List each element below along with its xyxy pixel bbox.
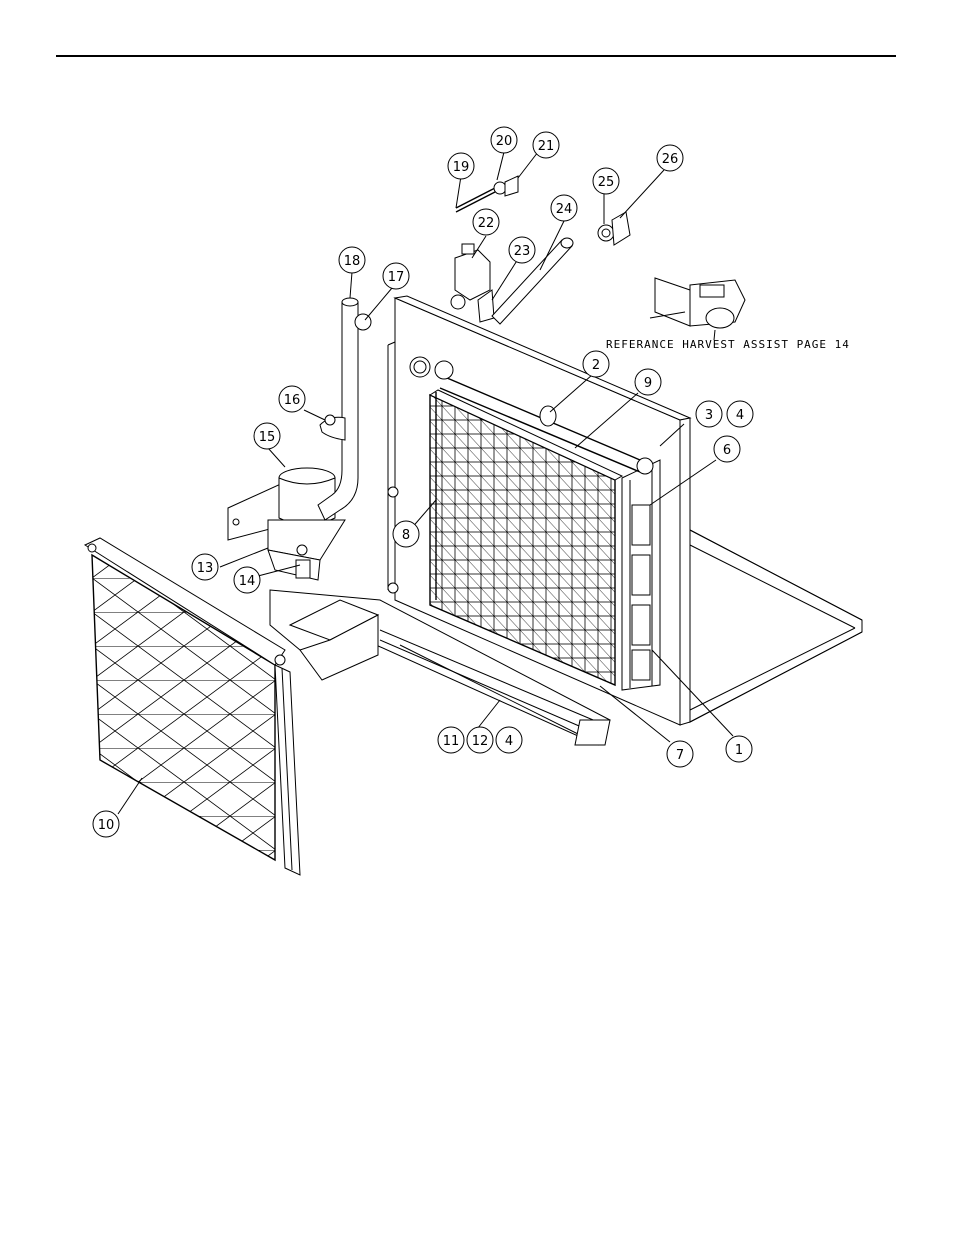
svg-text:4: 4 xyxy=(505,734,513,749)
callout-22: 22 xyxy=(472,208,500,236)
svg-text:1: 1 xyxy=(735,743,743,758)
callout-3: 3 xyxy=(695,400,723,428)
callout-18: 18 xyxy=(338,246,366,274)
water-valve xyxy=(450,243,495,323)
bin-thermostat-bracket xyxy=(597,211,631,246)
inlet-tube xyxy=(491,237,574,325)
evaporator-side-channel xyxy=(621,459,661,691)
svg-text:2: 2 xyxy=(592,358,600,373)
svg-text:19: 19 xyxy=(453,160,470,175)
callout-21: 21 xyxy=(532,131,560,159)
callout-25: 25 xyxy=(592,167,620,195)
svg-text:24: 24 xyxy=(556,202,573,217)
leader-lines xyxy=(117,151,734,815)
svg-text:9: 9 xyxy=(644,376,652,391)
callout-24: 24 xyxy=(550,194,578,222)
svg-text:11: 11 xyxy=(443,734,460,749)
water-inlet-fitting xyxy=(455,175,519,213)
callout-7: 7 xyxy=(666,740,694,768)
callout-6: 6 xyxy=(713,435,741,463)
callout-1: 1 xyxy=(725,735,753,763)
water-pump xyxy=(227,467,346,581)
side-shelf xyxy=(689,529,863,723)
callout-4-bottom: 4 xyxy=(495,726,523,754)
svg-text:16: 16 xyxy=(284,393,301,408)
svg-text:8: 8 xyxy=(402,528,410,543)
svg-text:7: 7 xyxy=(676,748,684,763)
callout-10: 10 xyxy=(92,810,120,838)
callout-19: 19 xyxy=(447,152,475,180)
callout-16: 16 xyxy=(278,385,306,413)
callout-20: 20 xyxy=(490,126,518,154)
svg-text:18: 18 xyxy=(344,254,361,269)
svg-text:15: 15 xyxy=(259,430,276,445)
header-rule xyxy=(56,55,896,57)
svg-text:25: 25 xyxy=(598,175,615,190)
callout-15: 15 xyxy=(253,422,281,450)
evaporator-grid xyxy=(428,389,624,687)
ice-curtain xyxy=(83,537,301,876)
callout-13: 13 xyxy=(191,553,219,581)
callout-23: 23 xyxy=(508,236,536,264)
callout-14: 14 xyxy=(233,566,261,594)
water-trough xyxy=(269,589,611,746)
callout-9: 9 xyxy=(634,368,662,396)
svg-text:12: 12 xyxy=(472,734,489,749)
svg-text:3: 3 xyxy=(705,408,713,423)
svg-text:26: 26 xyxy=(662,152,679,167)
svg-text:4: 4 xyxy=(736,408,744,423)
svg-text:17: 17 xyxy=(388,270,405,285)
svg-text:21: 21 xyxy=(538,139,555,154)
svg-text:14: 14 xyxy=(239,574,256,589)
svg-text:10: 10 xyxy=(98,818,115,833)
callout-17: 17 xyxy=(382,262,410,290)
svg-text:22: 22 xyxy=(478,216,495,231)
svg-text:6: 6 xyxy=(723,443,731,458)
callout-2: 2 xyxy=(582,350,610,378)
pump-hose xyxy=(319,414,346,441)
callout-8: 8 xyxy=(392,520,420,548)
callout-balloons: 20 21 19 26 25 22 24 23 18 17 2 9 16 3 4… xyxy=(92,126,754,838)
svg-text:13: 13 xyxy=(197,561,214,576)
svg-text:20: 20 xyxy=(496,134,513,149)
callout-12: 12 xyxy=(466,726,494,754)
harvest-assist-reference-note: REFERANCE HARVEST ASSIST PAGE 14 xyxy=(606,338,850,351)
callout-4-top: 4 xyxy=(726,400,754,428)
harvest-assist-assembly xyxy=(649,277,746,329)
callout-26: 26 xyxy=(656,144,684,172)
callout-11: 11 xyxy=(437,726,465,754)
svg-text:23: 23 xyxy=(514,244,531,259)
distributor-tube xyxy=(434,360,654,475)
